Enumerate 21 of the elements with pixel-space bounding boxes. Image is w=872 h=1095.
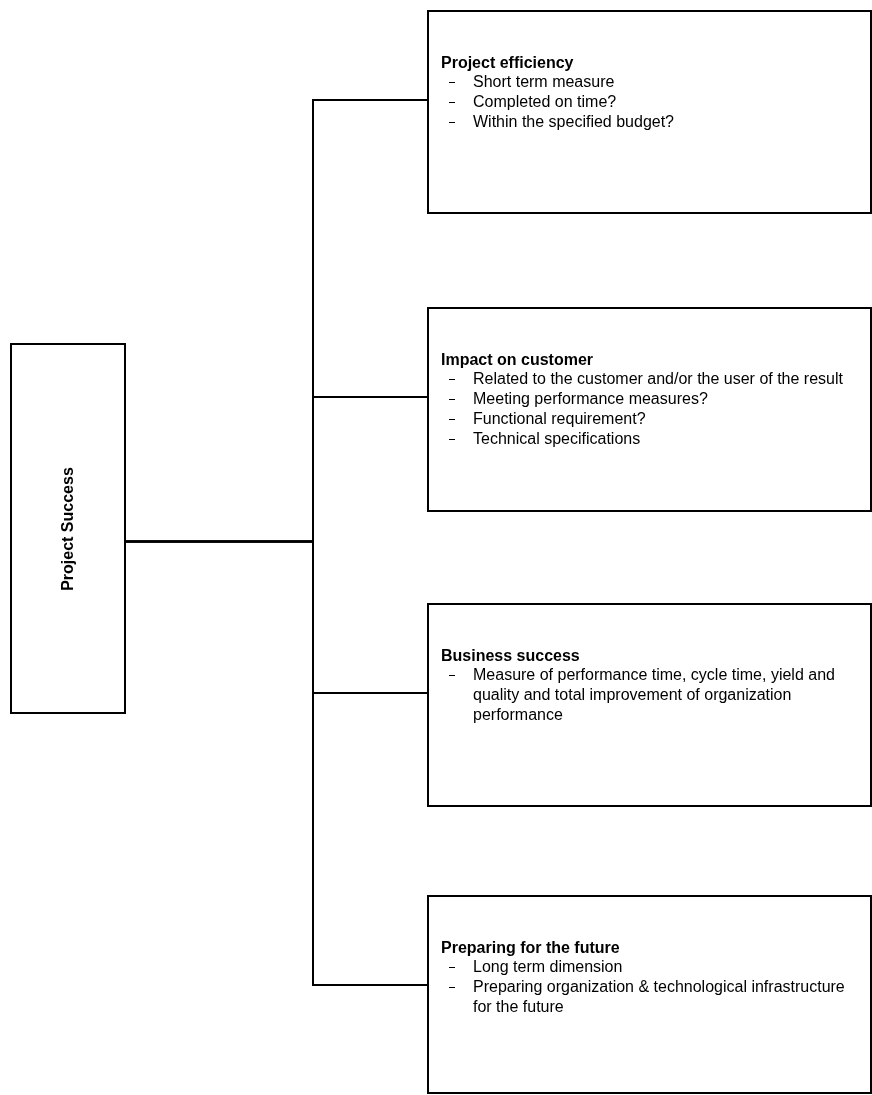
- bullet-text: Technical specifications: [473, 430, 641, 447]
- bullet-text: Preparing organization & technological infrastructure for the future: [473, 978, 845, 1015]
- bullet-text: Functional requirement?: [473, 410, 646, 427]
- box-heading: Preparing for the future: [441, 939, 620, 957]
- bullet-text: Meeting performance measures?: [473, 390, 708, 407]
- bullet-text: Short term measure: [473, 73, 615, 90]
- bullet-text: Long term dimension: [473, 958, 623, 975]
- bullet-text: Related to the customer and/or the user of the result: [473, 370, 843, 387]
- box-heading: Project efficiency: [441, 54, 574, 72]
- root-box: [10, 343, 126, 714]
- connector-line: [125, 540, 428, 986]
- criteria-box: [427, 307, 872, 512]
- box-title: Project Success: [59, 466, 77, 591]
- bullet-text: Measure of performance time, cycle time, yield and quality and total improvement of organization performance: [473, 666, 835, 723]
- bullet-text: Completed on time?: [473, 93, 617, 110]
- criteria-box: [427, 603, 872, 807]
- box-heading: Impact on customer: [441, 351, 594, 369]
- criteria-box: [427, 10, 872, 214]
- criteria-box: [427, 895, 872, 1094]
- bullet-text: Within the specified budget?: [473, 113, 674, 130]
- box-heading: Business success: [441, 647, 580, 665]
